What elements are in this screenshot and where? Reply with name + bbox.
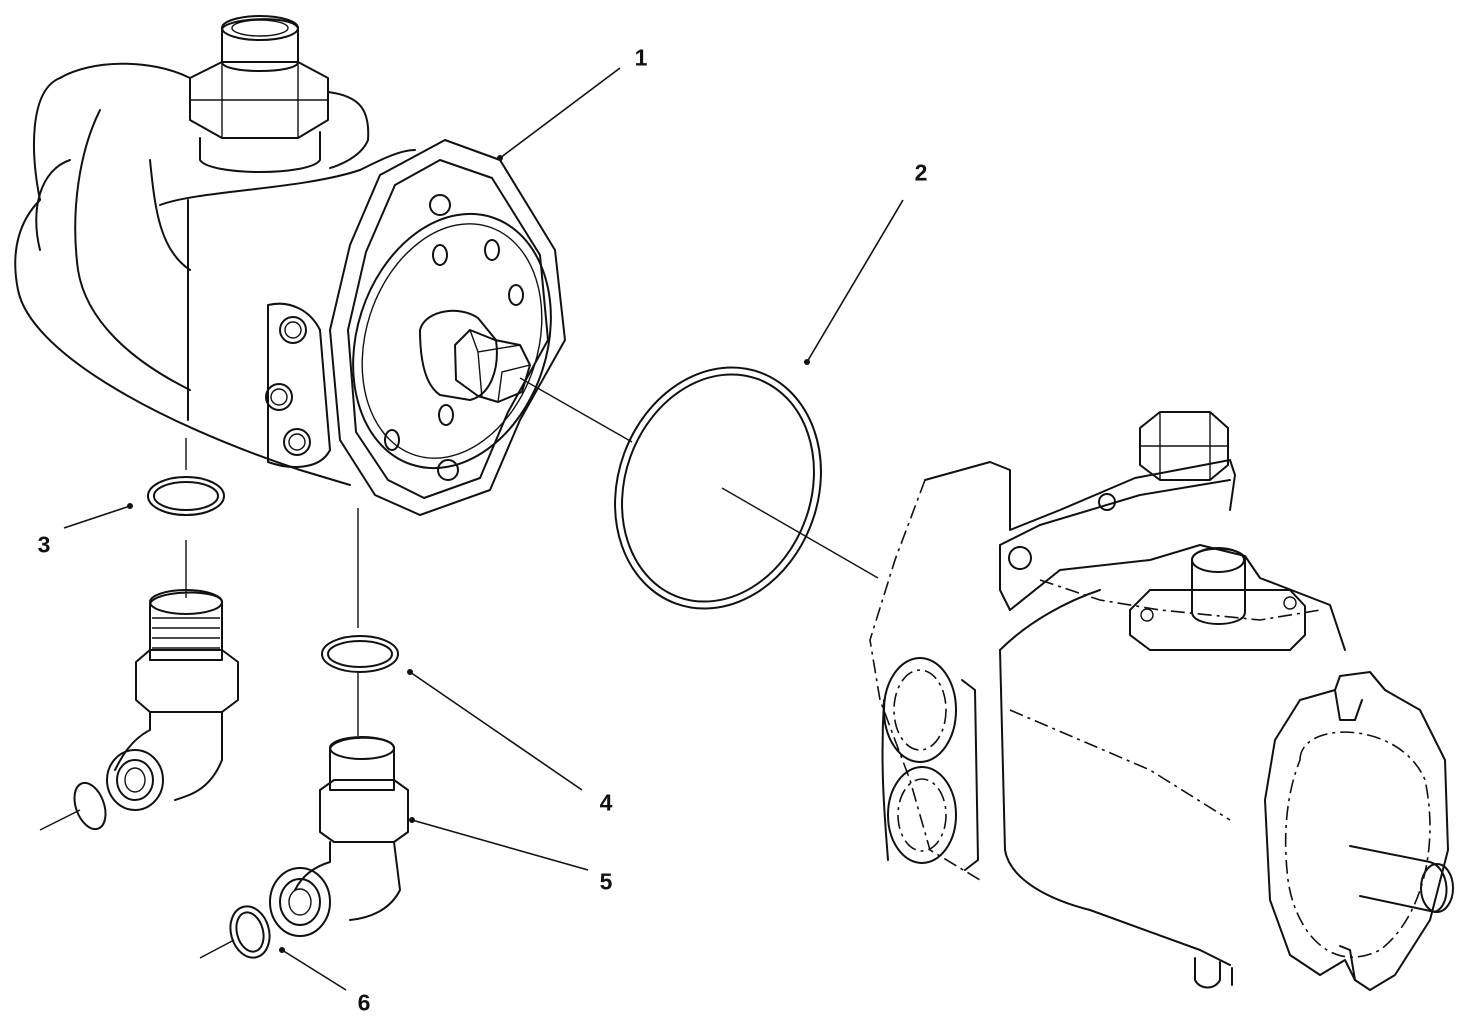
- leader-lines: [63, 67, 904, 991]
- o-ring-3: [147, 476, 225, 516]
- hydraulic-pump: [869, 411, 1454, 991]
- callout-1: 1: [634, 44, 648, 71]
- motor-side-bolts: [265, 316, 311, 456]
- callout-4: 4: [599, 789, 613, 816]
- motor-top-fitting: [189, 15, 329, 173]
- motor-splined-shaft: [419, 309, 531, 403]
- o-ring-left-elbow: [73, 781, 107, 831]
- hydraulic-motor: [14, 15, 566, 516]
- large-o-ring: [614, 366, 822, 610]
- motor-mounting-flange: [329, 139, 566, 516]
- elbow-fitting-left: [106, 589, 239, 811]
- o-ring-6: [229, 905, 271, 959]
- callout-6: 6: [357, 989, 371, 1016]
- callout-2: 2: [914, 159, 928, 186]
- callout-3: 3: [37, 531, 51, 558]
- callout-5: 5: [599, 868, 613, 895]
- assembly-centerlines: [39, 377, 879, 959]
- o-ring-4: [321, 635, 399, 673]
- elbow-fitting-5: [269, 736, 409, 937]
